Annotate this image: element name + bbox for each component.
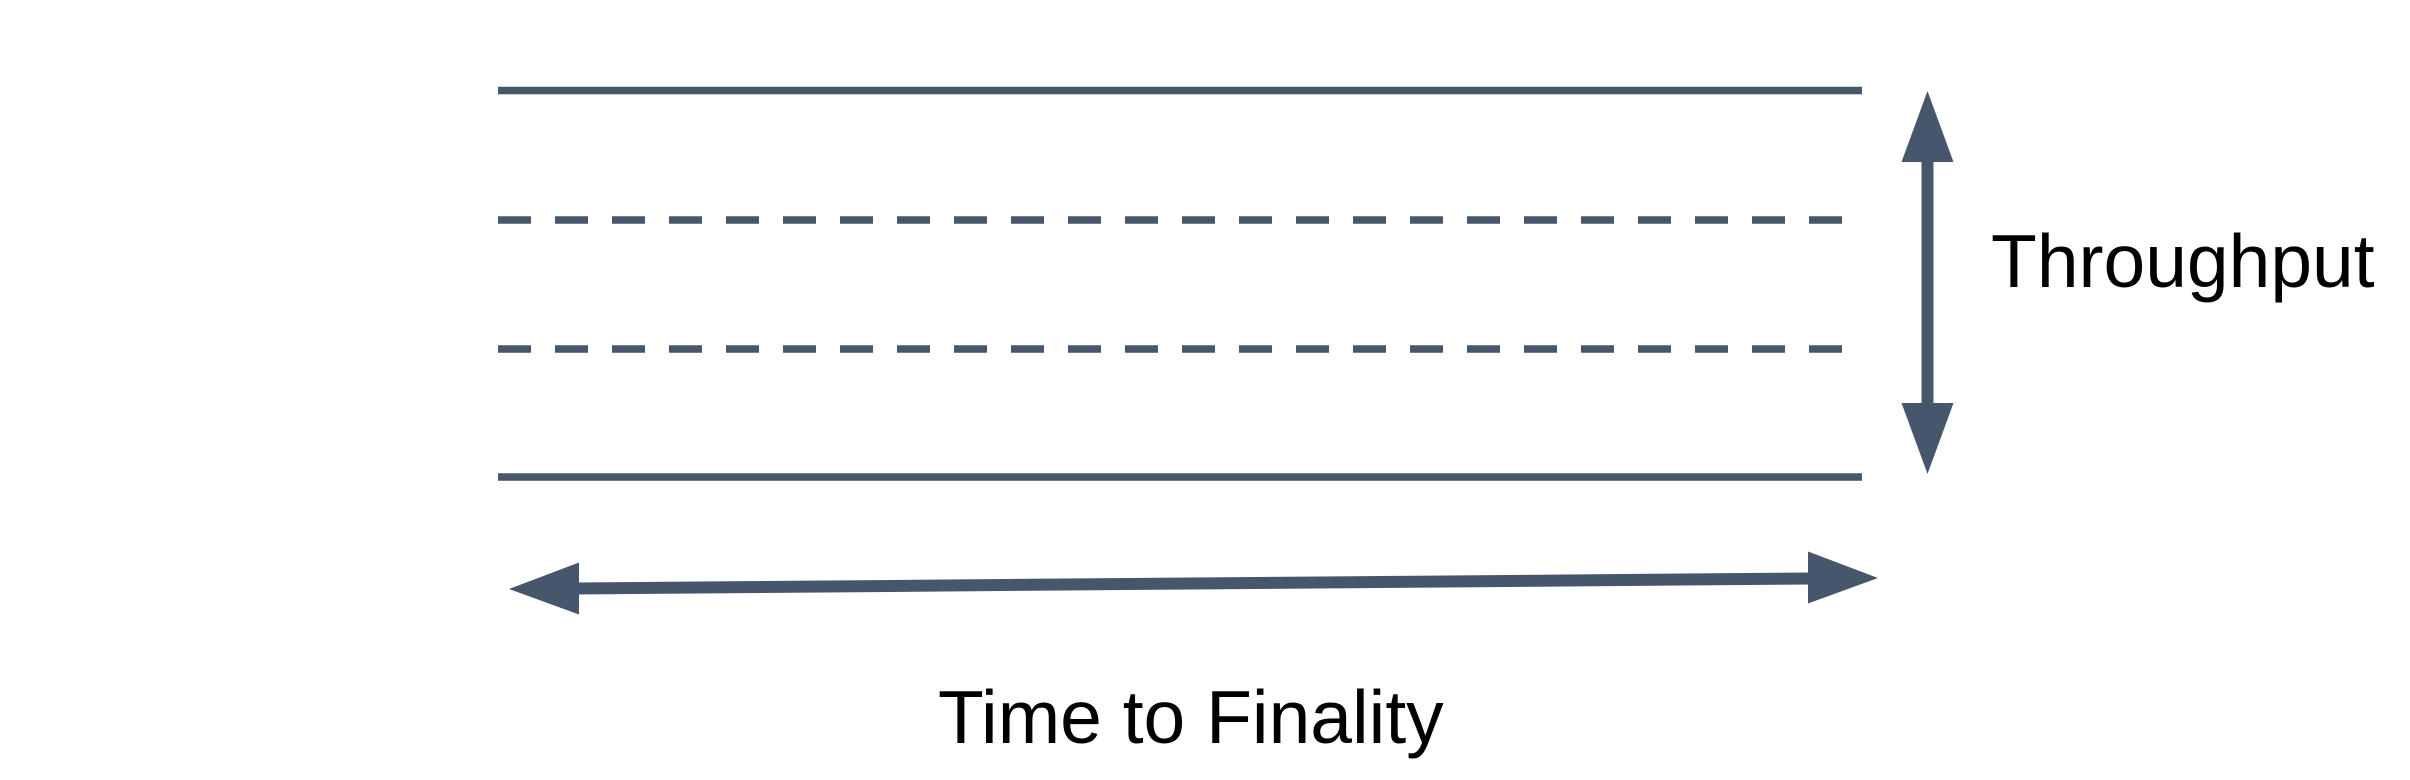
vertical-double-arrow-icon <box>1901 91 1954 474</box>
vertical-arrow-head-down-icon <box>1901 403 1954 474</box>
vertical-arrow-head-up-icon <box>1901 91 1954 162</box>
horizontal-arrow-head-right-icon <box>1808 551 1878 604</box>
horizontal-double-arrow-icon <box>509 551 1878 615</box>
horizontal-arrow-shaft <box>575 572 1812 595</box>
time-to-finality-label: Time to Finality <box>938 675 1444 759</box>
horizontal-arrow-head-left-icon <box>509 562 579 615</box>
throughput-label: Throughput <box>1991 219 2375 303</box>
